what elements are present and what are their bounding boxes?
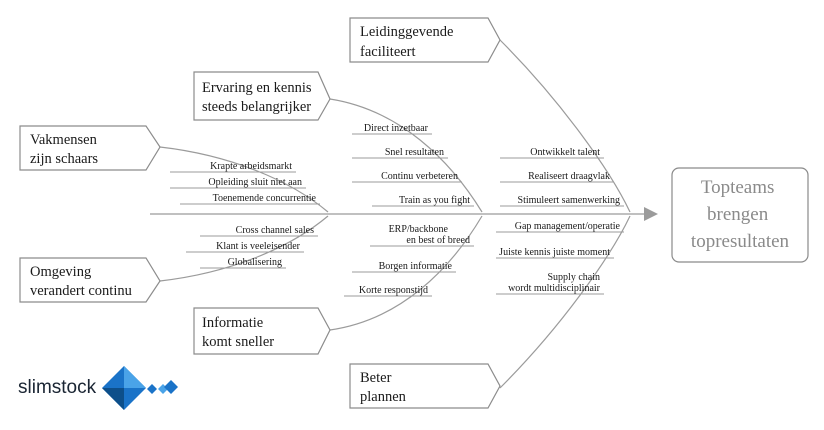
- label-informatie: Informatie komt sneller: [202, 315, 274, 350]
- cause-text: Snel resultaten: [385, 147, 444, 158]
- box-ervaring: [193, 71, 331, 121]
- label-leidinggevende: Leidinggevende faciliteert: [360, 24, 457, 60]
- cause-text: Korte responstijd: [359, 285, 428, 296]
- cause-text: Cross channel sales: [236, 225, 314, 236]
- cause-text: Direct inzetbaar: [364, 123, 429, 134]
- box-informatie: [193, 307, 331, 355]
- causes-informatie: ERP/backbone en best of breed Borgen inf…: [359, 224, 470, 296]
- cause-text: Train as you fight: [399, 195, 470, 206]
- causes-beter: Gap management/operatie Juiste kennis ju…: [499, 221, 620, 294]
- cause-text: en best of breed: [406, 235, 470, 246]
- category-boxes: [19, 17, 501, 409]
- label-vakmensen: Vakmensen zijn schaars: [30, 132, 100, 167]
- box-beter: [349, 363, 501, 409]
- cause-text: ERP/backbone: [389, 224, 449, 235]
- cause-text: Globalisering: [228, 257, 282, 268]
- cause-text: Stimuleert samenwerking: [518, 195, 620, 206]
- cause-text: Supply chain: [548, 272, 601, 283]
- ribs: [159, 39, 631, 389]
- cause-text: Toenemende concurrentie: [213, 193, 317, 204]
- cause-text: Klant is veeleisender: [216, 241, 301, 252]
- box-leidinggevende: [349, 17, 501, 63]
- cause-text: Gap management/operatie: [515, 221, 621, 232]
- cause-text: Realiseert draagvlak: [528, 171, 610, 182]
- cause-ticks: [170, 133, 624, 297]
- cause-text: Continu verbeteren: [381, 171, 458, 182]
- label-beter: Beter plannen: [360, 370, 407, 405]
- causes-ervaring: Direct inzetbaar Snel resultaten Continu…: [364, 123, 470, 206]
- logo-mark-icon: [102, 366, 178, 410]
- cause-text: Krapte arbeidsmarkt: [210, 161, 292, 172]
- result-label: Topteams brengen topresultaten: [691, 177, 790, 252]
- causes-omgeving: Cross channel sales Klant is veeleisende…: [216, 225, 314, 268]
- slimstock-logo: slimstock: [18, 366, 178, 410]
- label-ervaring: Ervaring en kennis steeds belangrijker: [202, 80, 315, 115]
- box-vakmensen: [19, 125, 161, 171]
- box-omgeving: [19, 257, 161, 303]
- cause-text: Borgen informatie: [379, 261, 453, 272]
- label-omgeving: Omgeving verandert continu: [30, 264, 132, 299]
- causes-vakmensen: Krapte arbeidsmarkt Opleiding sluit niet…: [208, 161, 316, 204]
- cause-text: wordt multidisciplinair: [508, 283, 601, 294]
- result-box: [671, 167, 809, 263]
- logo-text: slimstock: [18, 377, 97, 398]
- cause-text: Ontwikkelt talent: [530, 147, 600, 158]
- cause-text: Opleiding sluit niet aan: [208, 177, 302, 188]
- causes-leidinggevende: Ontwikkelt talent Realiseert draagvlak S…: [518, 147, 620, 206]
- spine-arrowhead: [644, 207, 658, 221]
- cause-text: Juiste kennis juiste moment: [499, 247, 610, 258]
